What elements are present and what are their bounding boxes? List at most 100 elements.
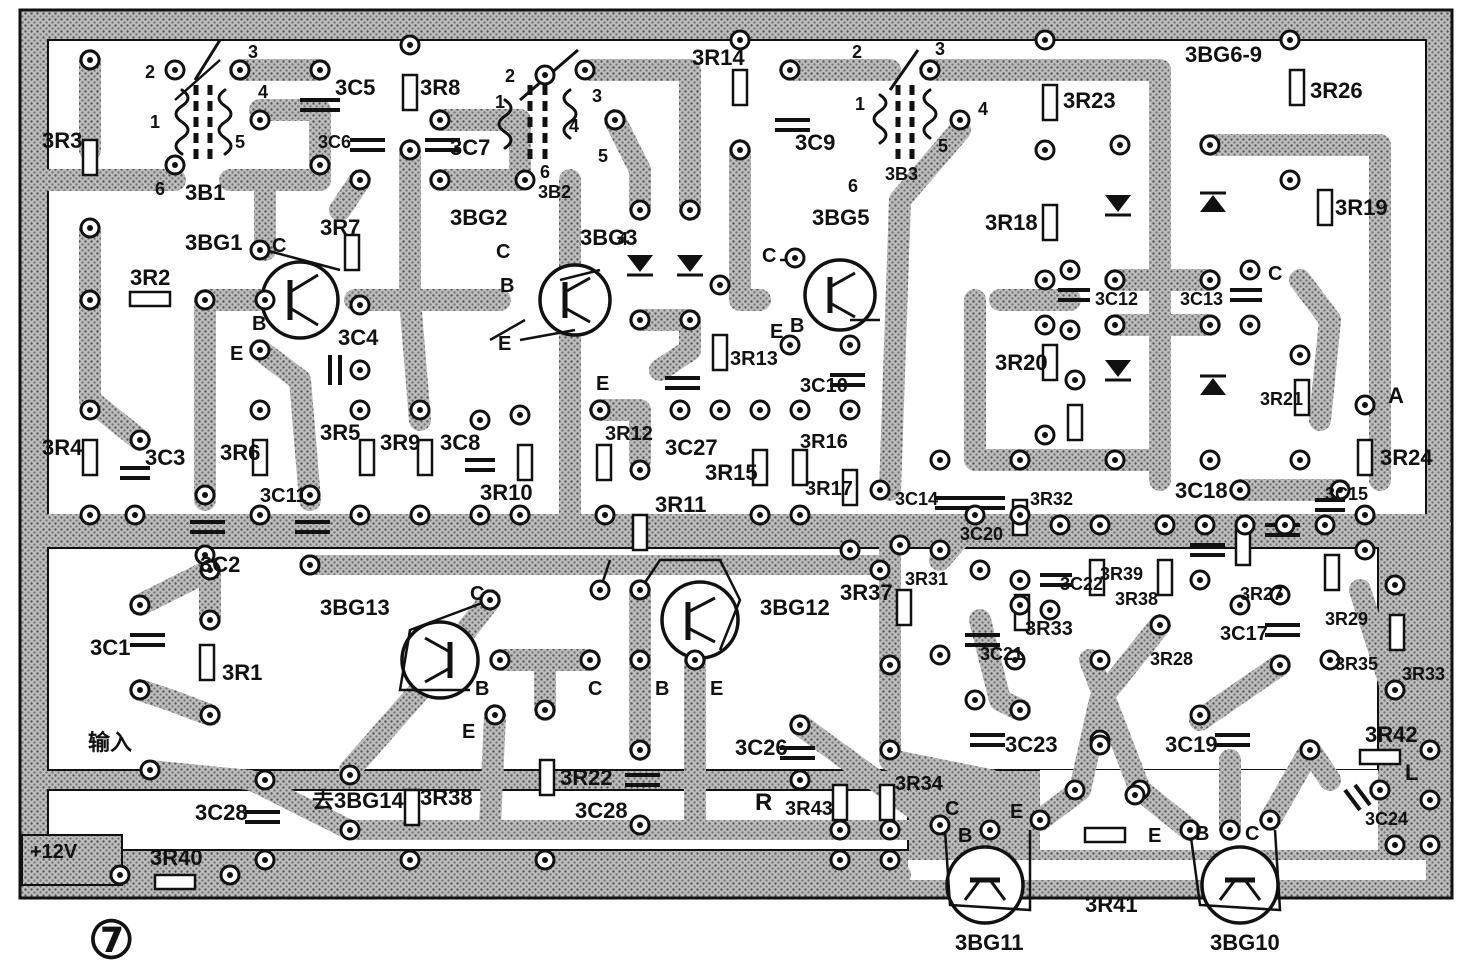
solder-pad-hole	[987, 827, 993, 833]
inductor-3b2	[497, 48, 579, 160]
label-3bg12: 3BG12	[760, 595, 830, 620]
solder-pad-hole	[1132, 792, 1138, 798]
solder-pad-hole	[542, 857, 548, 863]
solder-pad-hole	[1067, 327, 1073, 333]
solder-pad-hole	[1287, 37, 1293, 43]
label-3r7: 3R7	[320, 215, 360, 240]
solder-pad-hole	[1392, 842, 1398, 848]
solder-pad-hole	[317, 67, 323, 73]
solder-pad-hole	[937, 822, 943, 828]
label-3c23: 3C23	[1005, 732, 1058, 757]
solder-pad-hole	[937, 547, 943, 553]
label-3c24: 3C24	[1365, 809, 1408, 829]
solder-pad-hole	[1297, 457, 1303, 463]
svg-text:5: 5	[598, 146, 608, 166]
solder-pad-hole	[877, 567, 883, 573]
label-3r30: 3R31	[905, 569, 948, 589]
svg-text:C: C	[272, 235, 286, 257]
solder-pad-hole	[637, 657, 643, 663]
label-3r34: 3R34	[895, 773, 944, 795]
svg-text:2: 2	[145, 62, 155, 82]
label-3r42: 3R42	[1365, 722, 1418, 747]
solder-pad-hole	[437, 177, 443, 183]
to-3bg14-label: 去3BG14	[312, 788, 404, 813]
svg-text:B: B	[655, 678, 669, 700]
solder-pad-hole	[1377, 787, 1383, 793]
solder-pads	[79, 29, 1441, 886]
solder-pad-hole	[757, 512, 763, 518]
label-3r12: 3R12	[605, 423, 653, 445]
solder-pad-hole	[1237, 487, 1243, 493]
resistor-bodies	[81, 68, 1406, 891]
solder-pad-hole	[522, 177, 528, 183]
solder-pad-hole	[1427, 747, 1433, 753]
label-3c4: 3C4	[338, 325, 379, 350]
label-3r17: 3R17	[805, 478, 853, 500]
svg-text:E: E	[596, 373, 609, 395]
solder-pad-hole	[357, 367, 363, 373]
solder-pad-hole	[1327, 657, 1333, 663]
solder-pad-hole	[717, 407, 723, 413]
solder-pad-hole	[1017, 577, 1023, 583]
solder-pad-hole	[117, 872, 123, 878]
solder-pad-hole	[637, 317, 643, 323]
label-3r33: 3R33	[1402, 664, 1445, 684]
label-3bg3-pin4: 4	[618, 229, 628, 249]
solder-pad-hole	[307, 492, 313, 498]
label-3b1: 3B1	[185, 180, 225, 205]
label-3c14: 3C14	[895, 489, 938, 509]
solder-pad-hole	[877, 487, 883, 493]
solder-pad-hole	[1112, 322, 1118, 328]
label-3r41: 3R41	[1085, 892, 1138, 917]
solder-pad-hole	[957, 117, 963, 123]
label-3c20: 3C20	[960, 524, 1003, 544]
solder-pad-hole	[1237, 602, 1243, 608]
transistor-3bg10	[1200, 845, 1280, 925]
solder-pad-hole	[897, 542, 903, 548]
solder-pad-hole	[1337, 487, 1343, 493]
solder-pad-hole	[847, 547, 853, 553]
svg-text:C: C	[762, 245, 776, 267]
transistor-3bg12	[660, 580, 740, 660]
label-3r11: 3R11	[655, 492, 706, 517]
label-3r23: 3R23	[1063, 88, 1116, 113]
svg-text:C: C	[470, 583, 484, 605]
label-3r22: 3R22	[560, 765, 613, 790]
svg-text:5: 5	[938, 136, 948, 156]
svg-text:E: E	[498, 333, 511, 355]
svg-text:E: E	[770, 321, 783, 343]
label-3r13: 3R13	[730, 348, 778, 370]
label-3r8: 3R8	[420, 75, 460, 100]
solder-pad-hole	[1017, 457, 1023, 463]
label-3r39: 3R39	[1100, 564, 1143, 584]
label-3r6: 3R6	[220, 440, 260, 465]
solder-pad-hole	[542, 707, 548, 713]
solder-pad-hole	[757, 407, 763, 413]
solder-pad-hole	[1012, 657, 1018, 663]
solder-pad-hole	[227, 872, 233, 878]
solder-pad-hole	[1427, 797, 1433, 803]
svg-text:E: E	[230, 343, 243, 365]
solder-pad-hole	[492, 712, 498, 718]
pin-labels: C B E C B E C B E E C C B E C B E C B E …	[230, 235, 1282, 847]
label-3r1: 3R1	[222, 660, 262, 685]
solder-pad-hole	[887, 827, 893, 833]
solder-pad-hole	[1362, 547, 1368, 553]
label-3r28: 3R28	[1150, 649, 1193, 669]
solder-pad-hole	[1037, 817, 1043, 823]
label-3c21: 3C21	[980, 644, 1023, 664]
solder-pad-hole	[1097, 522, 1103, 528]
solder-pad-hole	[347, 827, 353, 833]
solder-pad-hole	[262, 297, 268, 303]
svg-text:3: 3	[248, 42, 258, 62]
label-3c15: 3C15	[1325, 484, 1368, 504]
solder-pad-hole	[972, 512, 978, 518]
input-label: 输入	[88, 730, 132, 755]
solder-pad-hole	[1017, 602, 1023, 608]
solder-pad-hole	[797, 512, 803, 518]
solder-pad-hole	[262, 857, 268, 863]
solder-pad-hole	[317, 162, 323, 168]
solder-pad-hole	[927, 67, 933, 73]
svg-text:C: C	[1245, 823, 1259, 845]
label-3c19: 3C19	[1165, 732, 1218, 757]
